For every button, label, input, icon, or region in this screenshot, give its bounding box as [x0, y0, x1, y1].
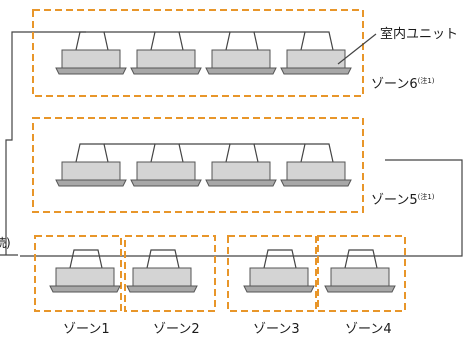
indoor-unit [126, 249, 198, 293]
unit-pipe-connection [300, 31, 334, 51]
unit-panel [280, 67, 352, 75]
indoor-unit-label: 室内ユニット [380, 26, 458, 42]
unit-body [61, 161, 121, 181]
unit-pipe-connection [150, 31, 184, 51]
zone4-label: ゾーン4 [345, 322, 392, 337]
unit-body [211, 161, 271, 181]
unit-pipe-connection [150, 143, 184, 163]
unit-panel [130, 179, 202, 187]
unit-panel [243, 285, 315, 293]
unit-panel [49, 285, 121, 293]
indoor-unit [55, 31, 127, 75]
zone1-outline [34, 235, 122, 312]
indoor-unit-callout-line [337, 33, 377, 65]
unit-panel [205, 67, 277, 75]
unit-panel [55, 179, 127, 187]
unit-body [136, 161, 196, 181]
zone4-outline [317, 235, 406, 312]
unit-pipe-connection [146, 249, 180, 269]
indoor-unit [130, 143, 202, 187]
unit-panel [55, 67, 127, 75]
indoor-unit [280, 31, 352, 75]
unit-pipe-connection [263, 249, 297, 269]
unit-pipe-connection [300, 143, 334, 163]
unit-pipe-connection [75, 143, 109, 163]
unit-body [136, 49, 196, 69]
refrigerant-piping [0, 31, 463, 257]
indoor-unit [130, 31, 202, 75]
unit-pipe-connection [225, 143, 259, 163]
unit-body [211, 49, 271, 69]
zone3-label: ゾーン3 [253, 322, 300, 337]
zone3-outline [227, 235, 317, 312]
indoor-unit [243, 249, 315, 293]
unit-body [330, 267, 390, 287]
unit-body [132, 267, 192, 287]
main-pipe-right [20, 159, 463, 257]
unit-body [286, 161, 346, 181]
indoor-unit [280, 143, 352, 187]
zone5-label: ゾーン5(注1) [371, 192, 435, 208]
unit-pipe-connection [75, 31, 109, 51]
indoor-unit [205, 143, 277, 187]
left-cut-label: 続) [0, 236, 11, 250]
unit-body [61, 49, 121, 69]
unit-panel [324, 285, 396, 293]
unit-panel [205, 179, 277, 187]
indoor-unit [49, 249, 121, 293]
indoor-unit [205, 31, 277, 75]
unit-panel [126, 285, 198, 293]
zone6-label: ゾーン6(注1) [371, 76, 435, 92]
zone2-label: ゾーン2 [153, 322, 200, 337]
unit-panel [130, 67, 202, 75]
unit-pipe-connection [344, 249, 378, 269]
zone2-outline [124, 235, 216, 312]
zone5-outline [32, 117, 364, 213]
indoor-unit [324, 249, 396, 293]
indoor-unit [55, 143, 127, 187]
unit-body [55, 267, 115, 287]
main-pipe-upper [5, 31, 86, 255]
unit-pipe-connection [225, 31, 259, 51]
zone-outlines [32, 9, 406, 312]
unit-pipe-connection [69, 249, 103, 269]
indoor-units [49, 31, 396, 293]
unit-body [249, 267, 309, 287]
unit-body [286, 49, 346, 69]
zone6-outline [32, 9, 364, 97]
unit-panel [280, 179, 352, 187]
zone1-label: ゾーン1 [63, 322, 110, 337]
